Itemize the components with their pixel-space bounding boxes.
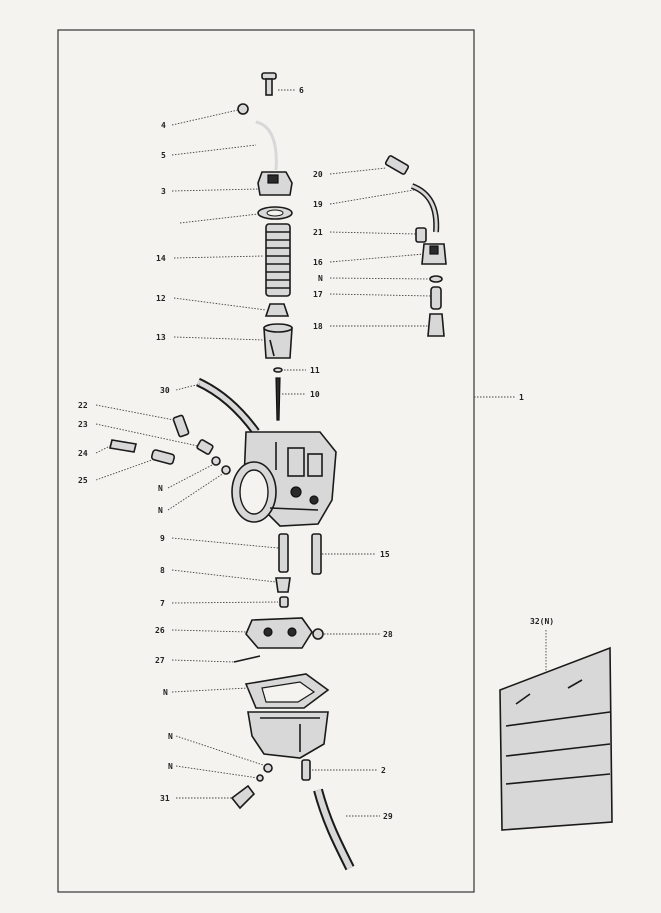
part-12-clip bbox=[264, 303, 290, 317]
label-13: 13 bbox=[156, 333, 166, 342]
label-30: 30 bbox=[160, 386, 170, 395]
label-18: 18 bbox=[313, 322, 323, 331]
label-12: 12 bbox=[156, 294, 166, 303]
label-3: 3 bbox=[161, 187, 166, 196]
part-8-main-jet bbox=[275, 577, 291, 593]
label-2: 2 bbox=[381, 766, 386, 775]
part-13-throttle-valve bbox=[263, 323, 293, 359]
choke-ring bbox=[429, 275, 443, 283]
label-10: 10 bbox=[310, 390, 320, 399]
part-28-pin-clip bbox=[312, 628, 324, 640]
label-9: 9 bbox=[160, 534, 165, 543]
label-n-5: N bbox=[168, 762, 173, 771]
label-7: 7 bbox=[160, 599, 165, 608]
label-16: 16 bbox=[313, 258, 323, 267]
label-19: 19 bbox=[313, 200, 323, 209]
part-4-nut bbox=[237, 103, 249, 115]
label-n-2: N bbox=[158, 506, 163, 515]
part-2-drain-screw bbox=[301, 759, 311, 781]
part-24-screw bbox=[109, 439, 137, 453]
label-4: 4 bbox=[161, 121, 166, 130]
body-washers bbox=[211, 456, 231, 475]
label-11: 11 bbox=[310, 366, 320, 375]
carburetor-body bbox=[231, 431, 337, 527]
part-7-seat bbox=[279, 596, 289, 608]
part-18-choke-plunger bbox=[427, 313, 445, 337]
label-6: 6 bbox=[299, 86, 304, 95]
part-29-drain-hose bbox=[313, 788, 355, 871]
label-1: 1 bbox=[519, 393, 524, 402]
part-25-spring bbox=[150, 449, 176, 465]
part-15-jet bbox=[311, 533, 322, 575]
diagram-frame bbox=[57, 29, 475, 893]
label-27: 27 bbox=[155, 656, 165, 665]
label-26: 26 bbox=[155, 626, 165, 635]
part-16-choke-cap bbox=[421, 243, 447, 265]
label-n-1: N bbox=[158, 484, 163, 493]
part-27-float-pin bbox=[233, 655, 261, 663]
float-bowl bbox=[247, 711, 329, 759]
label-23: 23 bbox=[78, 420, 88, 429]
part-9-needle-jet bbox=[278, 533, 289, 573]
label-n-3: N bbox=[163, 688, 168, 697]
label-28: 28 bbox=[383, 630, 393, 639]
part-31-drain-plug bbox=[230, 784, 256, 810]
label-21: 21 bbox=[313, 228, 323, 237]
part-23-screw bbox=[196, 439, 214, 455]
label-31: 31 bbox=[160, 794, 170, 803]
label-n-4: N bbox=[168, 732, 173, 741]
part-11-e-ring bbox=[273, 367, 283, 373]
part-labels: 6 4 5 3 14 12 13 11 10 30 22 23 24 25 N … bbox=[78, 86, 554, 821]
part-10-needle bbox=[275, 377, 281, 421]
float-gasket bbox=[244, 673, 330, 709]
label-24: 24 bbox=[78, 449, 88, 458]
label-8: 8 bbox=[160, 566, 165, 575]
gasket-ring bbox=[257, 206, 293, 220]
label-n-6: N bbox=[318, 274, 323, 283]
part-5-cable-pipe bbox=[255, 120, 278, 171]
part-26-float bbox=[245, 617, 313, 649]
part-30-vent-tube bbox=[196, 377, 260, 435]
label-25: 25 bbox=[78, 476, 88, 485]
part-3-cap bbox=[257, 171, 293, 196]
part-6-screw bbox=[261, 72, 277, 96]
part-19-choke-pipe bbox=[410, 183, 440, 233]
label-5: 5 bbox=[161, 151, 166, 160]
part-22-screw bbox=[172, 414, 190, 438]
label-29: 29 bbox=[383, 812, 393, 821]
part-17-choke-spring bbox=[430, 286, 442, 310]
bowl-washers bbox=[256, 763, 273, 782]
leader-lines bbox=[95, 89, 516, 817]
label-20: 20 bbox=[313, 170, 323, 179]
label-17: 17 bbox=[313, 290, 323, 299]
part-21-screw bbox=[415, 227, 427, 243]
part-14-spring bbox=[265, 223, 291, 297]
label-14: 14 bbox=[156, 254, 166, 263]
part-32-gasket-kit-bag bbox=[499, 630, 613, 831]
label-22: 22 bbox=[78, 401, 88, 410]
part-20-adjuster bbox=[384, 155, 410, 175]
label-32: 32(N) bbox=[530, 617, 554, 626]
label-15: 15 bbox=[380, 550, 390, 559]
